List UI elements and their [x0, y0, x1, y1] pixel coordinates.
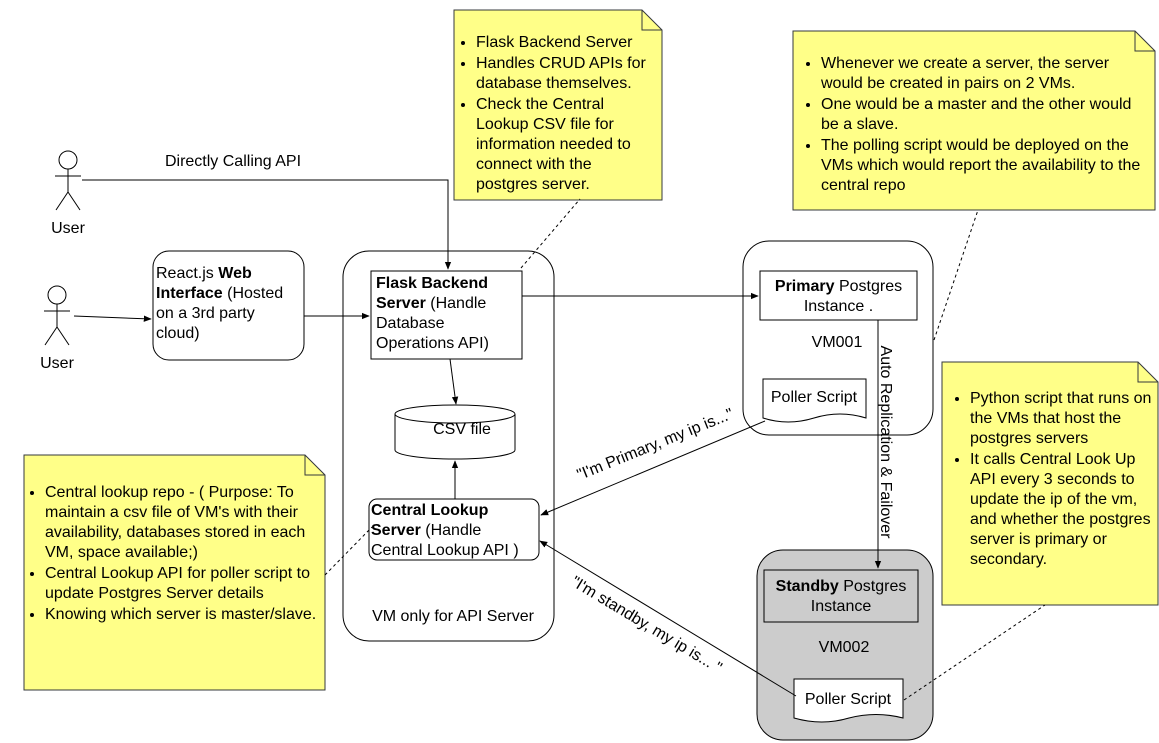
poller-note-fold: [1137, 362, 1158, 383]
flask-server-box: [370, 270, 523, 360]
csv-file-cylinder: [394, 404, 516, 460]
flask-server-detail: (Handle Database Operations API): [376, 295, 489, 352]
lookup-note-shape: [23, 454, 326, 691]
note-bullet: Central Lookup API for poller script to …: [45, 564, 321, 604]
lookup-note: Central lookup repo - ( Purpose: To main…: [22, 483, 321, 626]
primary-report-label: "I'm Primary, my ip is...": [575, 406, 736, 484]
standby-report-label: "I'm standby, my ip is... ": [568, 573, 725, 676]
lookup-server-detail: (Handle Central Lookup API ): [371, 522, 519, 559]
lookup-server-box: [368, 498, 540, 561]
note-bullet: It calls Central Look Up API every 3 sec…: [970, 450, 1155, 570]
web-interface-name-a: React.js: [156, 265, 219, 282]
csv-file-label: CSV file: [433, 421, 491, 438]
poller-note-shape: [941, 361, 1159, 606]
web-interface-box: [152, 250, 305, 361]
web-interface-detail: (Hosted on a 3rd party cloud): [156, 285, 284, 342]
standby-instance-text: Standby Postgres Instance: [766, 577, 916, 617]
flask-note-fold: [641, 10, 662, 31]
vm001-poller-shape: [762, 378, 867, 423]
standby-instance-detail: Postgres Instance: [810, 578, 907, 615]
web-interface-name-b: Web Interface: [156, 265, 252, 302]
standby-report-arrow: [539, 540, 797, 697]
lookup-server-text: Central Lookup Server (Handle Central Lo…: [371, 501, 537, 561]
vm001-poller-label: Poller Script: [771, 389, 858, 406]
standby-instance-box: [763, 569, 919, 623]
direct-api-arrow: [82, 179, 452, 270]
note-bullet: Whenever we create a server, the server …: [821, 54, 1148, 94]
vm001-label: VM001: [812, 334, 863, 351]
pairs-note-fold: [1134, 31, 1155, 52]
user-actor-bottom-icon: [44, 285, 70, 346]
pairs-note-shape: [792, 30, 1156, 211]
flask-server-name: Flask Backend Server: [376, 275, 489, 312]
primary-instance-text: Primary Postgres Instance .: [762, 277, 915, 317]
flask-note: Flask Backend Server Handles CRUD APIs f…: [453, 33, 653, 196]
pairs-note: Whenever we create a server, the server …: [798, 54, 1148, 197]
user-label-top: User: [51, 220, 85, 237]
connectors: [73, 179, 882, 697]
note-bullet: Flask Backend Server: [476, 33, 653, 53]
note-bullet: Central lookup repo - ( Purpose: To main…: [45, 483, 321, 563]
flask-to-csv-arrow: [449, 358, 459, 405]
primary-instance-box: [759, 270, 918, 321]
user-actor-top-icon: [55, 150, 81, 211]
direct-api-label: Directly Calling API: [165, 153, 301, 170]
note-bullet: One would be a master and the other woul…: [821, 95, 1148, 135]
api-vm-label: VM only for API Server: [372, 608, 535, 625]
primary-report-arrow: [540, 420, 766, 516]
note-links: [324, 198, 1046, 701]
replication-label: Auto Replication & Failover: [877, 346, 894, 540]
flask-note-shape: [453, 9, 663, 201]
user-to-web-arrow: [73, 315, 152, 322]
note-bullet: The polling script would be deployed on …: [821, 136, 1148, 196]
primary-instance-detail: Postgres Instance .: [803, 278, 903, 315]
vm002-label: VM002: [819, 639, 870, 656]
lookup-server-name: Central Lookup Server: [371, 502, 489, 539]
note-bullet: Python script that runs on the VMs that …: [970, 389, 1155, 449]
note-bullet: Check the Central Lookup CSV file for in…: [476, 95, 653, 195]
primary-instance-name: Primary: [774, 278, 835, 295]
vm002-poller-label: Poller Script: [805, 691, 892, 708]
web-interface-text: React.js Web Interface (Hosted on a 3rd …: [156, 264, 302, 344]
vm002-poller-shape: [793, 678, 904, 723]
flask-server-text: Flask Backend Server (Handle Database Op…: [376, 274, 518, 354]
note-bullet: Handles CRUD APIs for database themselve…: [476, 54, 653, 94]
note-bullet: Knowing which server is master/slave.: [45, 605, 321, 625]
standby-instance-name: Standby: [775, 578, 839, 595]
user-label-bottom: User: [40, 355, 74, 372]
lookup-note-fold: [304, 455, 325, 476]
poller-note: Python script that runs on the VMs that …: [947, 389, 1155, 571]
